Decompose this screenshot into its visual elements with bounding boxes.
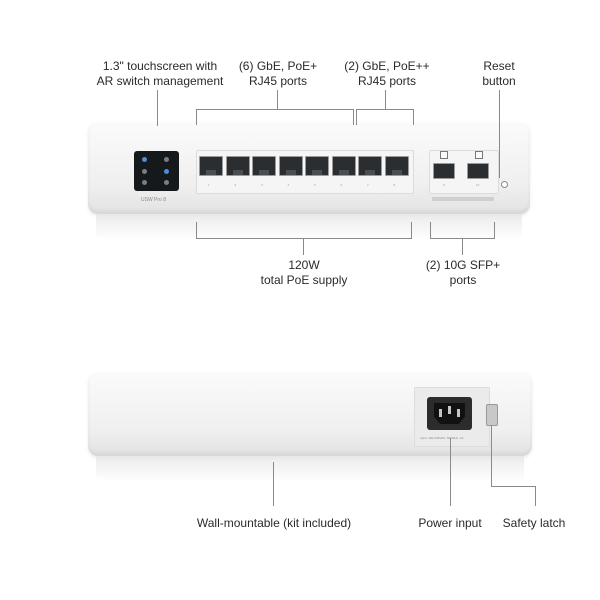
bracket-line bbox=[413, 109, 414, 125]
leader-line bbox=[157, 90, 158, 126]
settings-icon bbox=[164, 180, 169, 185]
reset-button-pinhole bbox=[501, 181, 508, 188]
callout-line-1: (2) 10G SFP+ bbox=[425, 258, 501, 272]
rj45-port bbox=[225, 156, 250, 176]
leader-line bbox=[499, 90, 500, 178]
safety-latch bbox=[486, 404, 498, 426]
bracket-line bbox=[353, 109, 354, 125]
callout-line-2: ports bbox=[449, 273, 477, 287]
bracket-line bbox=[196, 222, 197, 238]
rj45-port bbox=[199, 156, 223, 176]
sfp-callout: (2) 10G SFP+ ports bbox=[418, 258, 508, 288]
callout-line-1: 1.3" touchscreen with bbox=[102, 59, 218, 73]
bracket-line bbox=[196, 109, 354, 110]
callout-line-2: RJ45 ports bbox=[248, 74, 308, 88]
rj45-port-number: 1 bbox=[208, 183, 210, 187]
bracket-line bbox=[411, 222, 412, 238]
sfp-led-1 bbox=[440, 151, 448, 159]
wall-mount-callout: Wall-mountable (kit included) bbox=[196, 516, 352, 530]
safety-latch-callout: Safety latch bbox=[502, 516, 566, 530]
leader-line bbox=[450, 438, 451, 506]
rj45-port bbox=[358, 156, 382, 176]
rear-reflection bbox=[96, 456, 524, 482]
bracket-line bbox=[196, 109, 197, 125]
rj45-port bbox=[278, 156, 303, 176]
rj45-port bbox=[305, 156, 329, 176]
rj45-port-number: 5 bbox=[314, 183, 316, 187]
callout-line-2: button bbox=[482, 74, 516, 88]
callout-line-2: total PoE supply bbox=[260, 273, 348, 287]
bracket-line bbox=[356, 109, 414, 110]
bracket-line bbox=[494, 222, 495, 238]
rj45-port-number: 8 bbox=[393, 183, 396, 187]
leader-line bbox=[462, 238, 463, 255]
iec-socket-inner bbox=[434, 403, 465, 424]
arrow-icon bbox=[142, 169, 147, 174]
callout-line-1: (6) GbE, PoE+ bbox=[238, 59, 318, 73]
socket-pin bbox=[457, 409, 460, 417]
touchscreen-callout: 1.3" touchscreen with AR switch manageme… bbox=[92, 59, 228, 89]
leader-line bbox=[273, 462, 274, 506]
callout-line-2: AR switch management bbox=[96, 74, 224, 88]
power-input-socket bbox=[427, 397, 472, 430]
rj45-port bbox=[331, 156, 356, 176]
rj45-port-number: 3 bbox=[261, 183, 263, 187]
leader-line bbox=[303, 238, 304, 255]
callout-line-1: 120W bbox=[288, 258, 320, 272]
gauge-icon bbox=[164, 169, 169, 174]
front-reflection bbox=[96, 214, 522, 240]
socket-pin bbox=[439, 409, 442, 417]
leader-line bbox=[491, 425, 492, 487]
bracket-line bbox=[430, 222, 431, 238]
power-input-callout: Power input bbox=[418, 516, 482, 530]
leader-line bbox=[535, 486, 536, 506]
power-rating-text: Input: 100-240VAC, 50/60Hz, 2A bbox=[420, 436, 464, 440]
info-icon bbox=[142, 180, 147, 185]
rj45-port bbox=[384, 156, 409, 176]
model-label: USW Pro 8 bbox=[141, 197, 167, 203]
network-icon bbox=[142, 157, 147, 162]
socket-pin bbox=[448, 406, 451, 414]
sfp-bar bbox=[432, 197, 494, 201]
sfp-port-number: 10 bbox=[476, 183, 480, 187]
reset-callout: Reset button bbox=[468, 59, 530, 89]
status-icon bbox=[164, 157, 169, 162]
sfp-port-1 bbox=[433, 163, 455, 179]
callout-line-1: (2) GbE, PoE++ bbox=[344, 59, 430, 73]
poe-plusplus-callout: (2) GbE, PoE++ RJ45 ports bbox=[336, 59, 438, 89]
bracket-line bbox=[356, 109, 357, 125]
leader-line bbox=[491, 486, 536, 487]
touchscreen bbox=[134, 151, 179, 191]
rj45-port-number: 7 bbox=[367, 183, 369, 187]
sfp-port-2 bbox=[467, 163, 489, 179]
callout-line-1: Reset bbox=[483, 59, 515, 73]
leader-line bbox=[385, 90, 386, 110]
sfp-port-number: 9 bbox=[443, 183, 445, 187]
bracket-line bbox=[196, 238, 412, 239]
poe-supply-callout: 120W total PoE supply bbox=[243, 258, 365, 288]
rj45-port-number: 6 bbox=[340, 183, 343, 187]
rj45-port bbox=[252, 156, 276, 176]
rj45-port-number: 4 bbox=[287, 183, 290, 187]
sfp-led-2 bbox=[475, 151, 483, 159]
callout-line-2: RJ45 ports bbox=[357, 74, 417, 88]
leader-line bbox=[277, 90, 278, 110]
rj45-port-number: 2 bbox=[234, 183, 237, 187]
poe-plus-callout: (6) GbE, PoE+ RJ45 ports bbox=[226, 59, 330, 89]
